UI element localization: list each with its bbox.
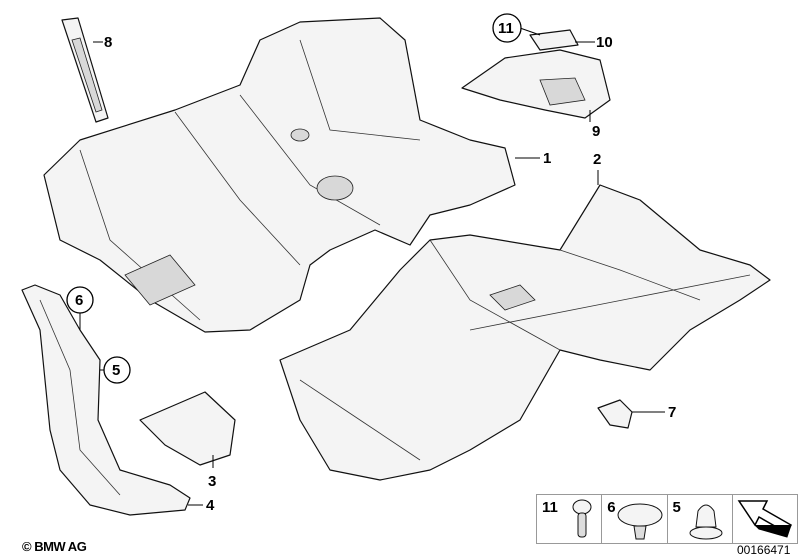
callout-5-circle bbox=[103, 356, 131, 384]
callout-2: 2 bbox=[593, 151, 601, 168]
callout-8: 8 bbox=[104, 34, 112, 51]
callout-3: 3 bbox=[208, 473, 216, 490]
legend-item-arrow bbox=[733, 495, 797, 543]
part-7-clip[interactable] bbox=[597, 399, 633, 429]
part-2-rear-carpet[interactable] bbox=[279, 184, 771, 481]
fastener-legend: 11 6 5 bbox=[536, 494, 798, 544]
part-4-air-duct[interactable] bbox=[21, 284, 191, 516]
legend-item-11: 11 bbox=[537, 495, 603, 543]
part-1-front-carpet[interactable] bbox=[43, 17, 516, 333]
part-8-sill-trim[interactable] bbox=[61, 17, 109, 123]
callout-5: 5 bbox=[112, 362, 120, 379]
diagram-code: 00166471 bbox=[737, 543, 791, 557]
cap-nut-icon bbox=[689, 504, 722, 540]
part-9-cover[interactable] bbox=[461, 49, 611, 119]
callout-11: 11 bbox=[498, 20, 514, 37]
screw-clip-icon bbox=[572, 499, 592, 538]
part-10-pad[interactable] bbox=[529, 29, 579, 51]
callout-10: 10 bbox=[596, 34, 613, 51]
callout-6: 6 bbox=[75, 292, 83, 309]
direction-arrow-icon bbox=[737, 500, 792, 538]
callout-1: 1 bbox=[543, 150, 551, 167]
copyright: © BMW AG bbox=[22, 539, 87, 554]
callout-11-circle bbox=[492, 13, 522, 43]
callout-9: 9 bbox=[592, 123, 600, 140]
callout-4: 4 bbox=[206, 497, 215, 514]
legend-item-5: 5 bbox=[668, 495, 733, 543]
plastic-rivet-icon bbox=[617, 503, 663, 540]
part-3-cover-pad[interactable] bbox=[139, 391, 236, 466]
callout-6-circle bbox=[66, 286, 94, 314]
callout-7: 7 bbox=[668, 404, 676, 421]
legend-item-6: 6 bbox=[602, 495, 668, 543]
